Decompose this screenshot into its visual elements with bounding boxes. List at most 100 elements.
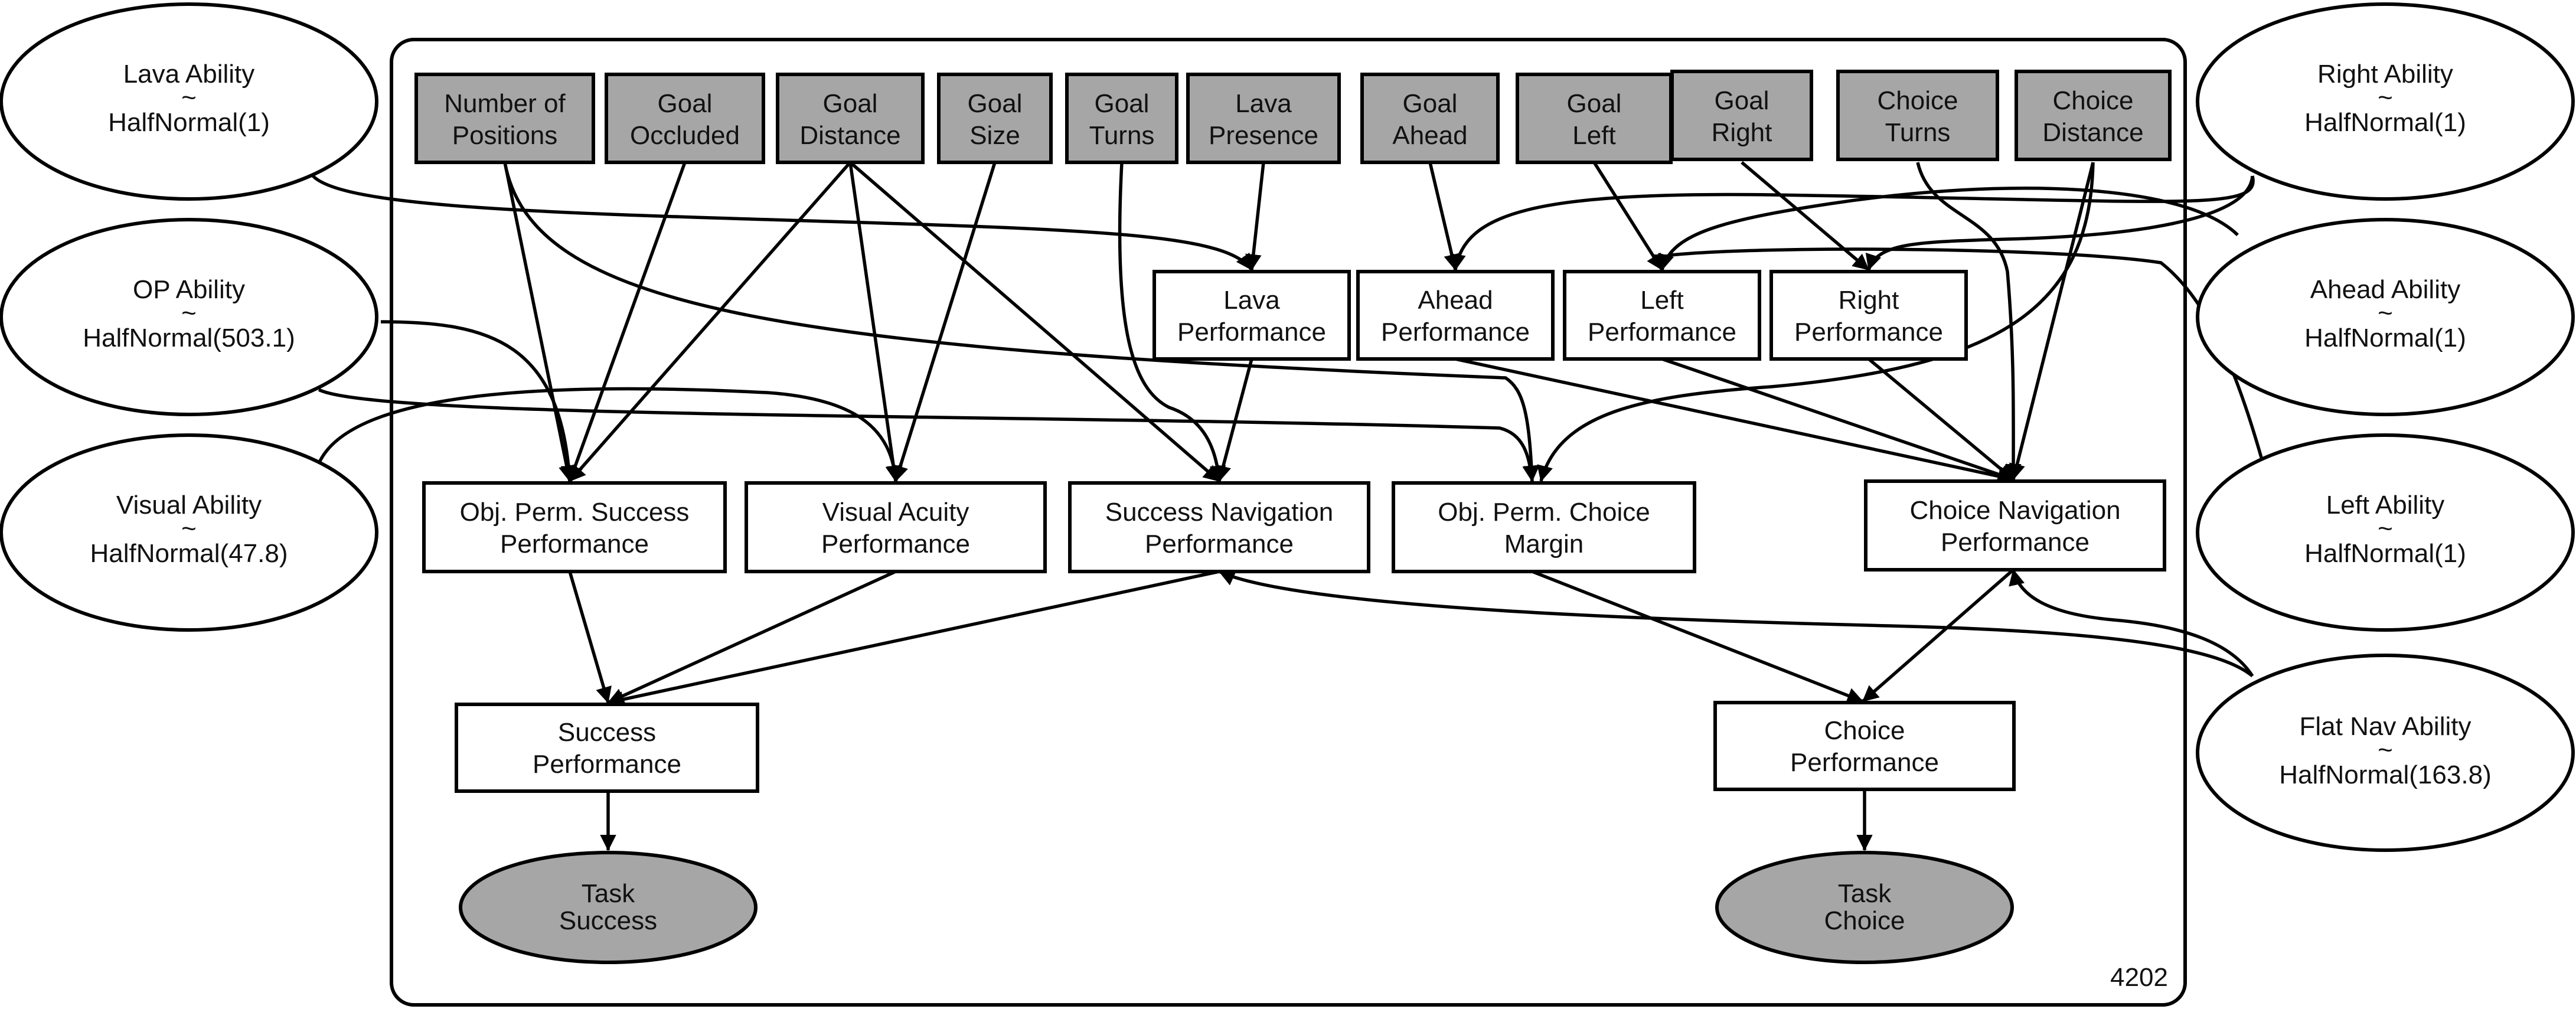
node-choice-turns: Choice Turns xyxy=(1836,70,1999,161)
node-choice-performance: Choice Performance xyxy=(1713,701,2016,791)
edge-goal-turns-to-success-nav xyxy=(1118,162,1226,482)
node-goal-left: Goal Left xyxy=(1516,73,1673,164)
node-label: HalfNormal(1) xyxy=(2304,324,2466,352)
node-label: HalfNormal(1) xyxy=(108,108,270,137)
node-op-ability: OP Ability ~ HalfNormal(503.1) xyxy=(0,218,378,416)
node-label: Goal xyxy=(1403,89,1458,118)
node-label: Distance xyxy=(2042,118,2143,147)
outcome-nodes: Task Success Task Choice xyxy=(459,851,2014,964)
node-label: Performance xyxy=(821,530,970,559)
edge-ahead-perf-to-choice-nav xyxy=(1455,357,2015,484)
node-label: Visual Acuity xyxy=(822,498,969,527)
node-label: OP Ability xyxy=(133,275,245,304)
node-label: HalfNormal(163.8) xyxy=(2279,760,2491,789)
edge-goal-size-to-visual-acuity xyxy=(892,162,997,482)
prior-nodes: Lava Ability ~ HalfNormal(1) OP Ability … xyxy=(0,2,2575,852)
node-label: Choice xyxy=(1878,86,1958,115)
node-ahead-performance: Ahead Performance xyxy=(1356,270,1555,361)
node-flat-nav-ability: Flat Nav Ability ~ HalfNormal(163.8) xyxy=(2196,654,2575,852)
plate-label: 4202 xyxy=(2110,963,2168,992)
node-label: HalfNormal(503.1) xyxy=(83,324,295,352)
node-label: Goal xyxy=(1567,89,1622,118)
node-label: Performance xyxy=(1145,530,1294,559)
node-label: Performance xyxy=(1794,318,1943,347)
node-label: Performance xyxy=(500,530,649,559)
node-label: Turns xyxy=(1089,121,1155,150)
node-visual-acuity-performance: Visual Acuity Performance xyxy=(745,481,1047,573)
node-choice-navigation-performance: Choice Navigation Performance xyxy=(1864,479,2166,572)
edge-goal-occluded-to-op-success xyxy=(567,162,687,482)
node-label: Success xyxy=(558,718,656,747)
node-success-performance: Success Performance xyxy=(455,703,759,793)
edge-visual-acuity-to-success-perf xyxy=(607,570,897,704)
node-label: HalfNormal(1) xyxy=(2304,108,2466,137)
node-lava-presence: Lava Presence xyxy=(1186,73,1341,164)
edge-choice-turns-to-choice-nav xyxy=(1916,162,2022,481)
plate xyxy=(390,38,2187,1007)
node-label: Size xyxy=(969,121,1020,150)
node-label: Right xyxy=(1712,118,1772,147)
node-success-navigation-performance: Success Navigation Performance xyxy=(1068,481,1370,573)
node-label: ~ xyxy=(2378,736,2393,765)
node-label: Performance xyxy=(1588,318,1736,347)
node-label: Turns xyxy=(1885,118,1951,147)
edge-num-positions-to-op-choice-margin xyxy=(503,162,1540,482)
observed-nodes: Number of Positions Goal Occluded Goal D… xyxy=(414,70,2172,164)
edge-right-ability-to-ahead-perf xyxy=(1449,175,2255,271)
node-lava-performance: Lava Performance xyxy=(1152,270,1351,361)
node-obj-perm-success-performance: Obj. Perm. Success Performance xyxy=(422,481,727,573)
node-label: Right Ability xyxy=(2317,60,2453,89)
node-goal-distance: Goal Distance xyxy=(776,73,925,164)
node-label: Task xyxy=(1838,879,1892,908)
node-label: Goal xyxy=(1095,89,1150,118)
node-label: Flat Nav Ability xyxy=(2300,712,2471,741)
node-label: Left Ability xyxy=(2326,491,2445,520)
node-goal-occluded: Goal Occluded xyxy=(605,73,765,164)
edge-left-perf-to-choice-nav xyxy=(1661,357,2015,482)
edge-goal-left-to-left-perf xyxy=(1592,161,1664,271)
node-goal-right: Goal Right xyxy=(1670,70,1813,161)
node-label: Ahead xyxy=(1392,121,1467,150)
node-label: Goal xyxy=(968,89,1023,118)
node-left-performance: Left Performance xyxy=(1563,270,1761,361)
node-visual-ability: Visual Ability ~ HalfNormal(47.8) xyxy=(0,433,378,632)
node-label: ~ xyxy=(181,514,197,543)
node-label: Obj. Perm. Choice xyxy=(1438,498,1650,527)
edge-goal-distance-to-op-success xyxy=(568,161,852,482)
edge-goal-ahead-to-ahead-perf xyxy=(1428,162,1460,271)
node-label: Choice xyxy=(1824,906,1905,935)
edges xyxy=(312,161,2263,851)
edge-op-choice-margin-to-choice-perf xyxy=(1531,570,1864,704)
node-label: Performance xyxy=(1790,748,1939,777)
edge-visual-ability-to-visual-acuity xyxy=(317,387,903,482)
edge-goal-distance-to-success-nav xyxy=(849,161,1220,483)
node-label: Number of xyxy=(444,89,566,118)
edge-op-success-to-success-perf xyxy=(568,571,612,704)
node-label: ~ xyxy=(181,299,197,328)
edge-choice-distance-to-choice-nav xyxy=(2009,162,2095,481)
node-right-performance: Right Performance xyxy=(1769,270,1968,361)
node-label: Success xyxy=(559,906,657,935)
node-goal-turns: Goal Turns xyxy=(1065,73,1178,164)
node-label: Success Navigation xyxy=(1105,498,1333,527)
node-ahead-ability: Ahead Ability ~ HalfNormal(1) xyxy=(2196,218,2575,416)
node-label: Ahead xyxy=(1418,286,1493,315)
node-label: Margin xyxy=(1504,530,1584,559)
edge-lava-ability-to-lava-perf xyxy=(312,175,1253,271)
node-label: HalfNormal(1) xyxy=(2304,539,2466,568)
node-label: Choice xyxy=(2053,86,2134,115)
node-right-ability: Right Ability ~ HalfNormal(1) xyxy=(2196,2,2575,201)
node-label: Performance xyxy=(1941,528,2089,557)
edge-right-perf-to-choice-nav xyxy=(1867,357,2015,481)
edge-flat-nav-ability-to-success-nav xyxy=(1218,570,2254,678)
node-obj-perm-choice-margin: Obj. Perm. Choice Margin xyxy=(1392,481,1696,573)
node-left-ability: Left Ability ~ HalfNormal(1) xyxy=(2196,433,2575,632)
node-number-of-positions: Number of Positions xyxy=(414,73,595,164)
node-label: Visual Ability xyxy=(116,491,262,520)
node-label: Distance xyxy=(799,121,900,150)
node-goal-size: Goal Size xyxy=(937,73,1053,164)
node-choice-distance: Choice Distance xyxy=(2015,70,2172,161)
node-goal-ahead: Goal Ahead xyxy=(1360,73,1500,164)
edge-success-nav-to-success-perf xyxy=(607,570,1220,707)
latent-nodes: Lava Performance Ahead Performance Left … xyxy=(422,270,2166,793)
